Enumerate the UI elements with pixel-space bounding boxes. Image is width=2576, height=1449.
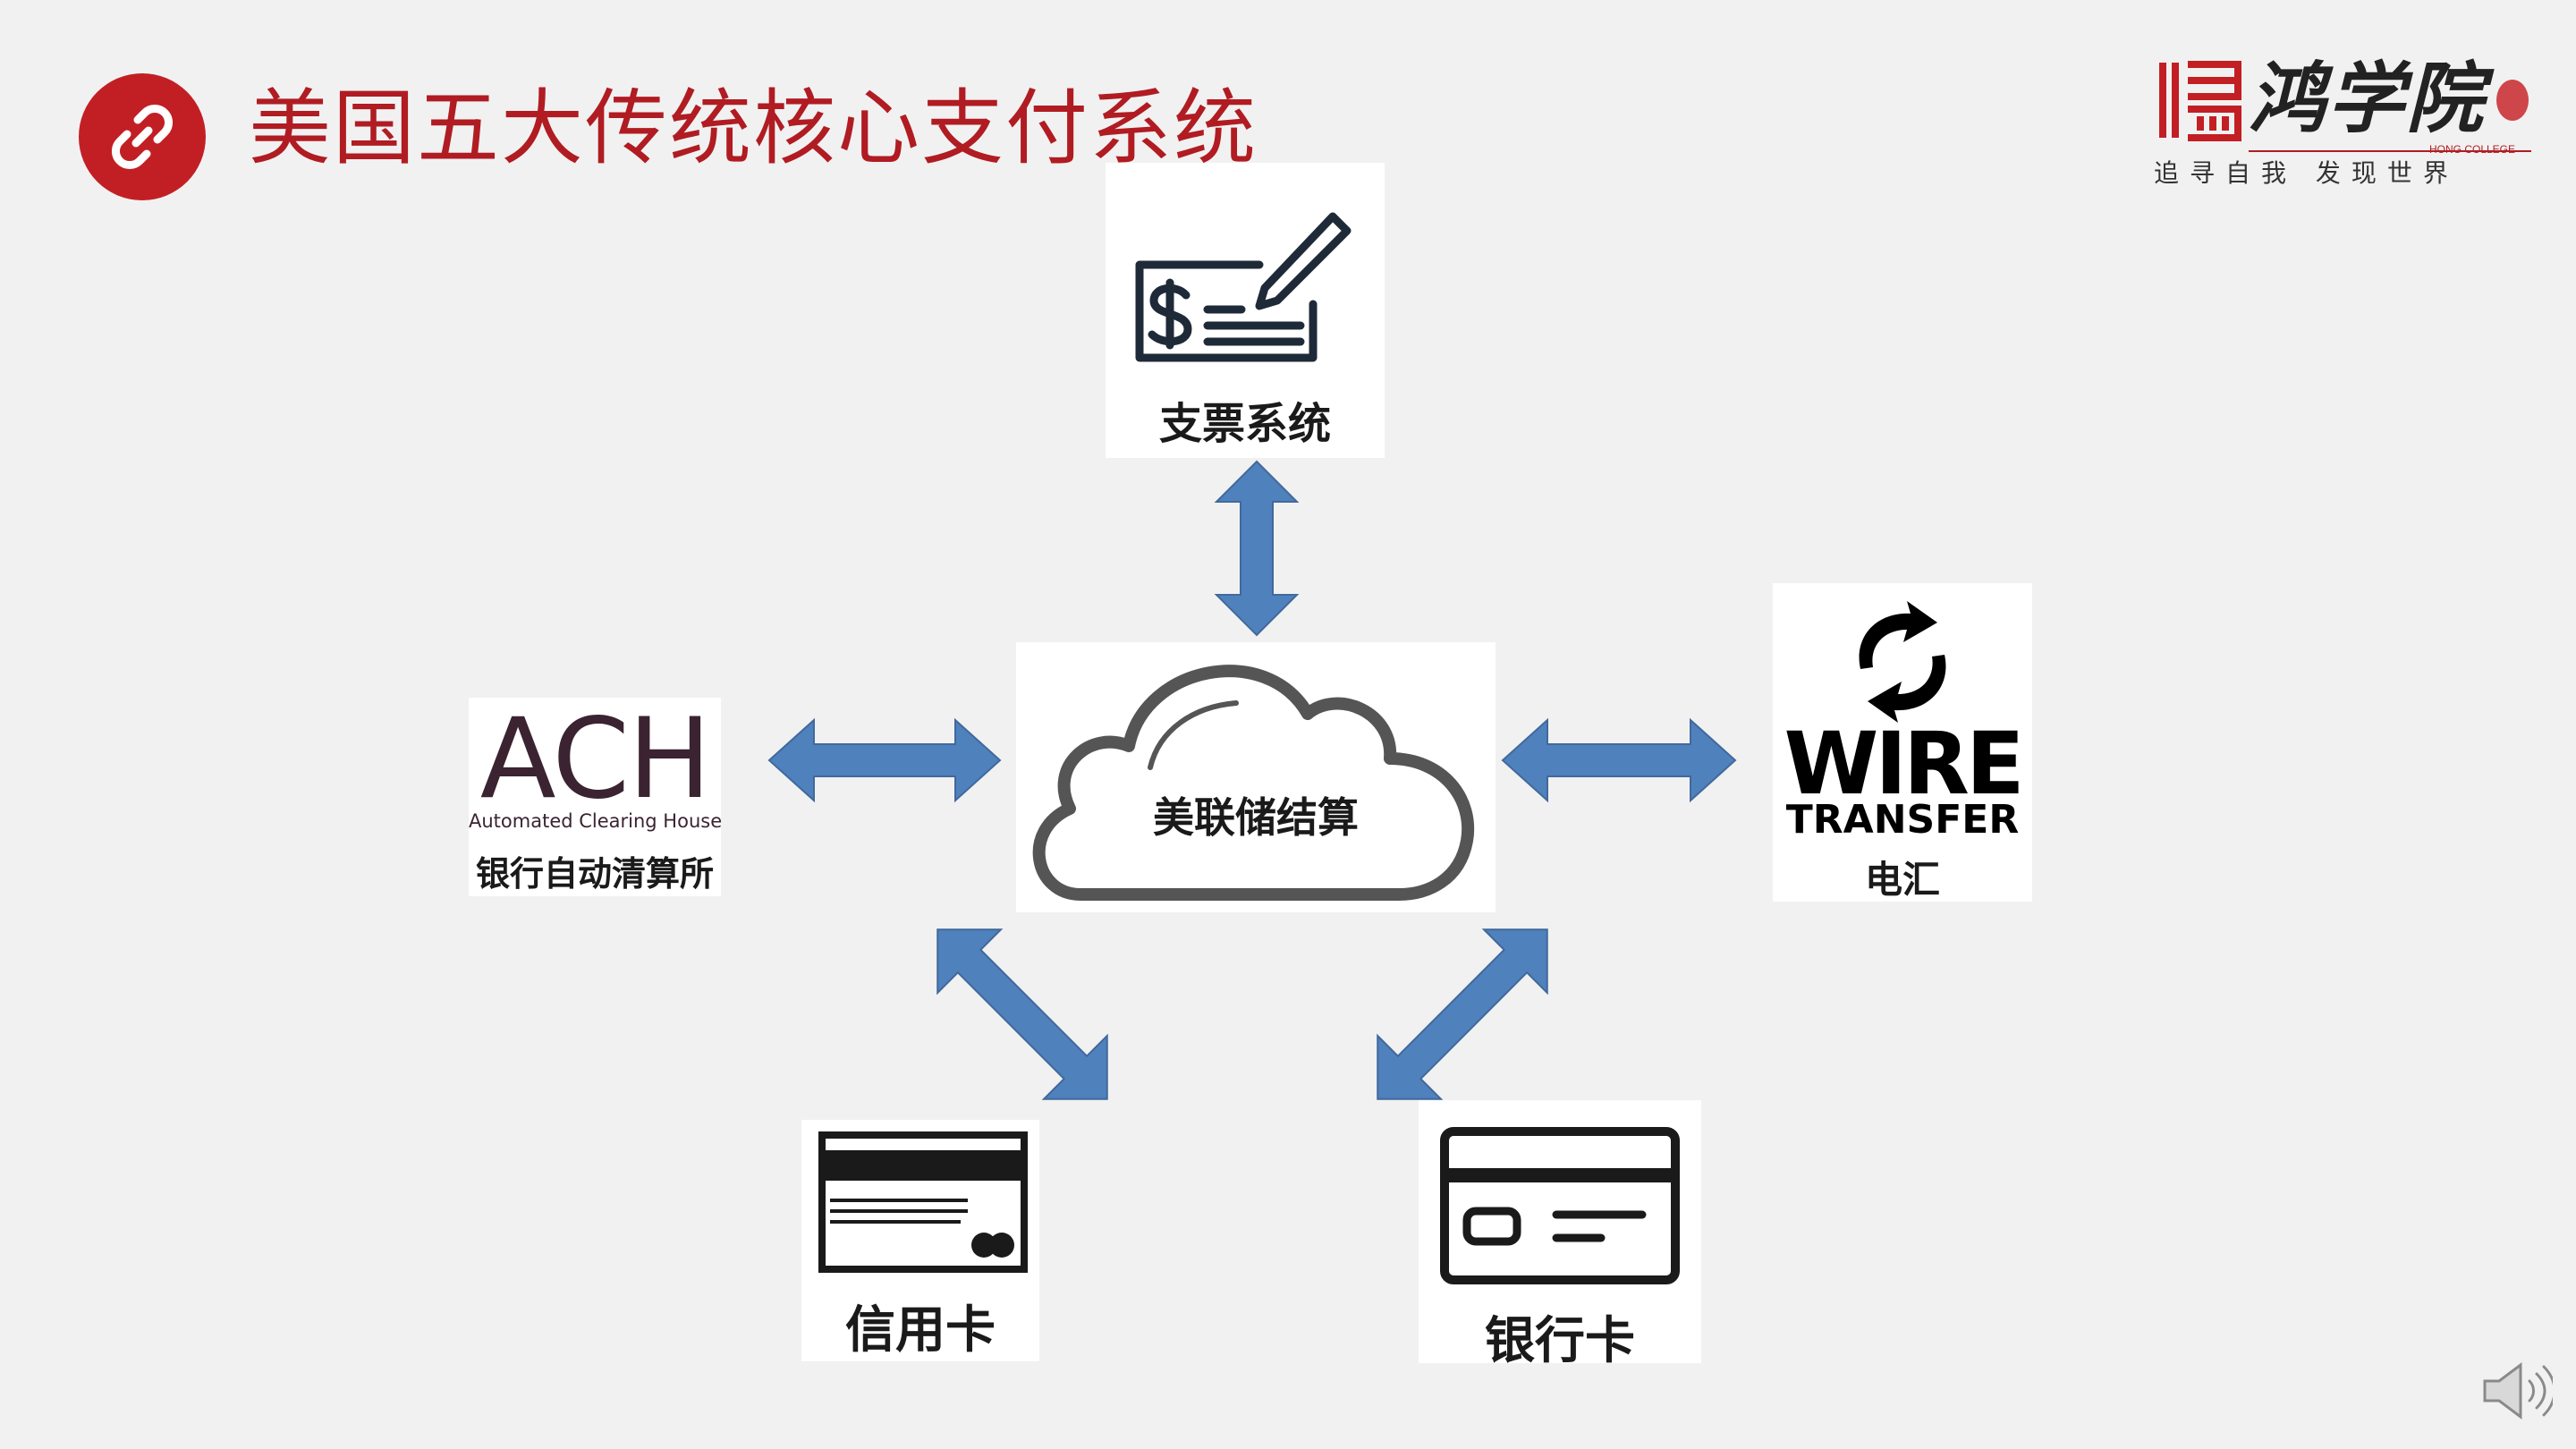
credit-card-icon bbox=[818, 1131, 1028, 1273]
title-badge bbox=[79, 73, 206, 200]
ach-subtitle: Automated Clearing House bbox=[469, 810, 723, 832]
arrow-bank-cloud bbox=[1377, 928, 1548, 1100]
wire-label: 电汇 bbox=[1864, 858, 1940, 902]
cloud-label: 美联储结算 bbox=[1153, 793, 1359, 842]
wire-subtitle: TRANSFER bbox=[1785, 797, 2020, 843]
credit-card-label: 信用卡 bbox=[845, 1301, 996, 1360]
ach-label: 银行自动清算所 bbox=[475, 853, 714, 894]
node-wire: WIRE TRANSFER 电汇 bbox=[1773, 583, 2032, 902]
logo-divider bbox=[2249, 150, 2531, 152]
node-check: 支票系统 bbox=[1106, 163, 1385, 458]
bank-card-label: 银行卡 bbox=[1485, 1311, 1635, 1370]
logo-seal-icon bbox=[2159, 61, 2241, 141]
link-icon bbox=[111, 104, 174, 170]
logo-english: HONG COLLEGE bbox=[2429, 143, 2516, 156]
logo-slogan: 追寻自我 发现世界 bbox=[2154, 158, 2459, 188]
bank-card-icon bbox=[1440, 1127, 1680, 1284]
speaker-icon[interactable] bbox=[2481, 1360, 2553, 1422]
cloud-icon bbox=[1032, 665, 1475, 901]
arrow-credit-cloud bbox=[936, 928, 1108, 1100]
check-signing-icon bbox=[1135, 212, 1352, 362]
arrow-ach-cloud bbox=[767, 717, 1002, 803]
arrow-check-cloud bbox=[1214, 460, 1300, 637]
college-logo: 鸿学院 HONG COLLEGE 追寻自我 发现世界 bbox=[2147, 50, 2540, 202]
logo-stamp-icon bbox=[2496, 80, 2529, 121]
wire-title: WIRE bbox=[1784, 714, 2024, 814]
logo-name: 鸿学院 bbox=[2249, 54, 2485, 144]
node-credit-card: 信用卡 bbox=[801, 1120, 1039, 1361]
ach-mark: ACH bbox=[479, 695, 711, 824]
node-ach: ACH Automated Clearing House 银行自动清算所 bbox=[469, 695, 723, 896]
node-fed-settlement: 美联储结算 bbox=[1016, 642, 1496, 912]
exchange-arrows-icon bbox=[1859, 601, 1946, 723]
node-bank-card: 银行卡 bbox=[1419, 1100, 1701, 1370]
check-label: 支票系统 bbox=[1158, 399, 1331, 449]
page-title: 美国五大传统核心支付系统 bbox=[249, 80, 1258, 176]
arrow-wire-cloud bbox=[1501, 717, 1737, 803]
